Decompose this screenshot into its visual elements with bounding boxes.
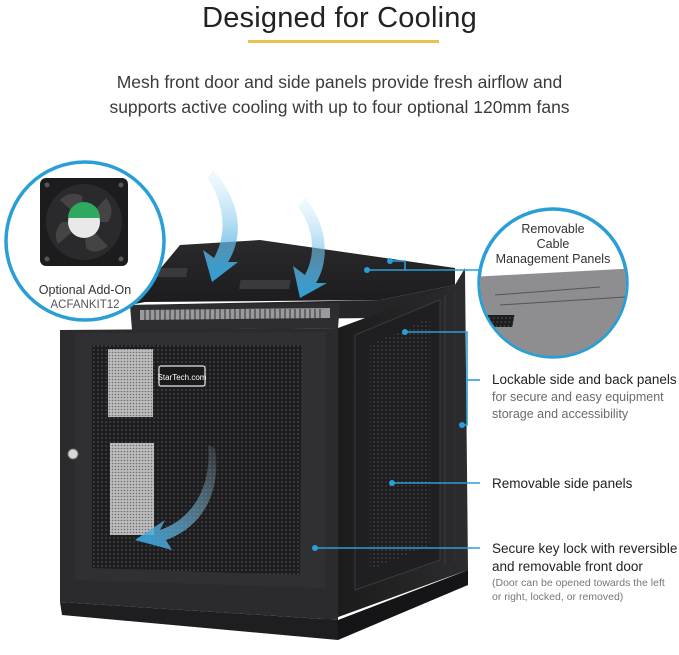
cable-inset-line-2: Cable — [536, 237, 570, 251]
callout-removable-side-panels: Removable side panels — [492, 475, 679, 493]
cable-inset-line-3: Management Panels — [495, 252, 611, 266]
callout-front-door-note-1: (Door can be opened towards the left — [492, 577, 665, 589]
cable-inset-label: Removable Cable Management Panels — [483, 222, 623, 267]
title-underline — [248, 40, 439, 43]
callout-lockable-title: Lockable side and back panels — [492, 372, 677, 387]
callout-lockable-panels: Lockable side and back panels for secure… — [492, 371, 679, 423]
callout-lockable-detail-1: for secure and easy equipment — [492, 390, 664, 404]
callout-front-door: Secure key lock with reversible and remo… — [492, 540, 679, 604]
subtitle: Mesh front door and side panels provide … — [0, 70, 679, 120]
callout-front-door-title-2: and removable front door — [492, 559, 643, 574]
page-title: Designed for Cooling — [202, 2, 477, 34]
callout-removable-title: Removable side panels — [492, 476, 633, 491]
fan-inset-sku: ACFANKIT12 — [50, 299, 120, 311]
subtitle-line-2: supports active cooling with up to four … — [109, 97, 570, 117]
brand-plate-text: StarTech.com — [158, 373, 207, 382]
callout-front-door-note-2: or right, locked, or removed) — [492, 591, 624, 603]
cable-inset-line-1: Removable — [521, 222, 585, 236]
fan-inset-title: Optional Add-On — [38, 283, 132, 297]
subtitle-line-1: Mesh front door and side panels provide … — [116, 72, 563, 92]
fan-inset-label: Optional Add-On ACFANKIT12 — [20, 283, 150, 313]
callout-front-door-title-1: Secure key lock with reversible — [492, 541, 678, 556]
callout-lockable-detail-2: storage and accessibility — [492, 407, 629, 421]
